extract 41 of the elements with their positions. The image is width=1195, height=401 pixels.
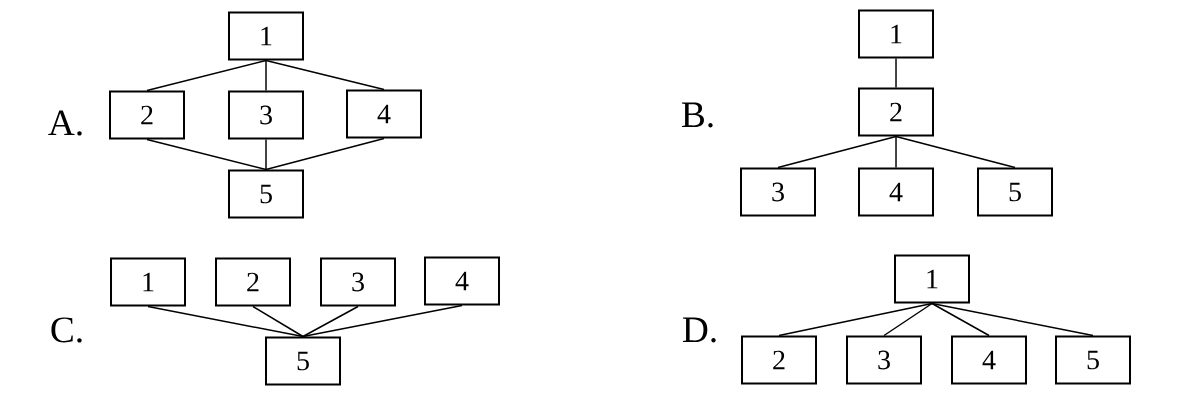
number-box: 1 [228, 11, 304, 61]
connector-line [147, 305, 304, 338]
connector-line [778, 302, 933, 337]
number-box: 2 [109, 90, 185, 140]
number-box: 3 [740, 167, 816, 217]
number-box: 2 [215, 257, 291, 307]
number-box: 1 [858, 9, 934, 59]
number-box: 5 [977, 167, 1053, 217]
number-box: 5 [1055, 335, 1131, 385]
connector-line [302, 304, 463, 338]
connector-line [265, 59, 267, 92]
connector-line [252, 305, 304, 338]
connector-line [265, 138, 267, 171]
connector-line [895, 135, 1016, 169]
connector-line [931, 302, 1094, 337]
connector-line [265, 137, 385, 171]
connector-line [895, 57, 897, 89]
number-box: 3 [846, 335, 922, 385]
number-box: 4 [951, 335, 1027, 385]
connector-line [302, 305, 359, 338]
number-box: 3 [320, 257, 396, 307]
option-letter: B. [681, 102, 713, 128]
number-box: 4 [346, 89, 422, 139]
number-box: 4 [858, 167, 934, 217]
number-box: 3 [228, 90, 304, 140]
connector-line [146, 138, 267, 171]
connector-line [931, 302, 990, 337]
connector-line [777, 135, 897, 169]
connector-line [883, 302, 933, 337]
connector-line [265, 59, 385, 91]
number-box: 4 [424, 256, 500, 306]
number-box: 1 [894, 254, 970, 304]
number-box: 5 [228, 169, 304, 219]
number-box: 2 [741, 335, 817, 385]
option-letter: C. [51, 317, 82, 343]
connector-line [895, 135, 897, 169]
option-letter: D. [682, 317, 716, 343]
number-box: 1 [110, 257, 186, 307]
connector-line [146, 59, 267, 92]
number-box: 5 [265, 336, 341, 386]
number-box: 2 [858, 87, 934, 137]
